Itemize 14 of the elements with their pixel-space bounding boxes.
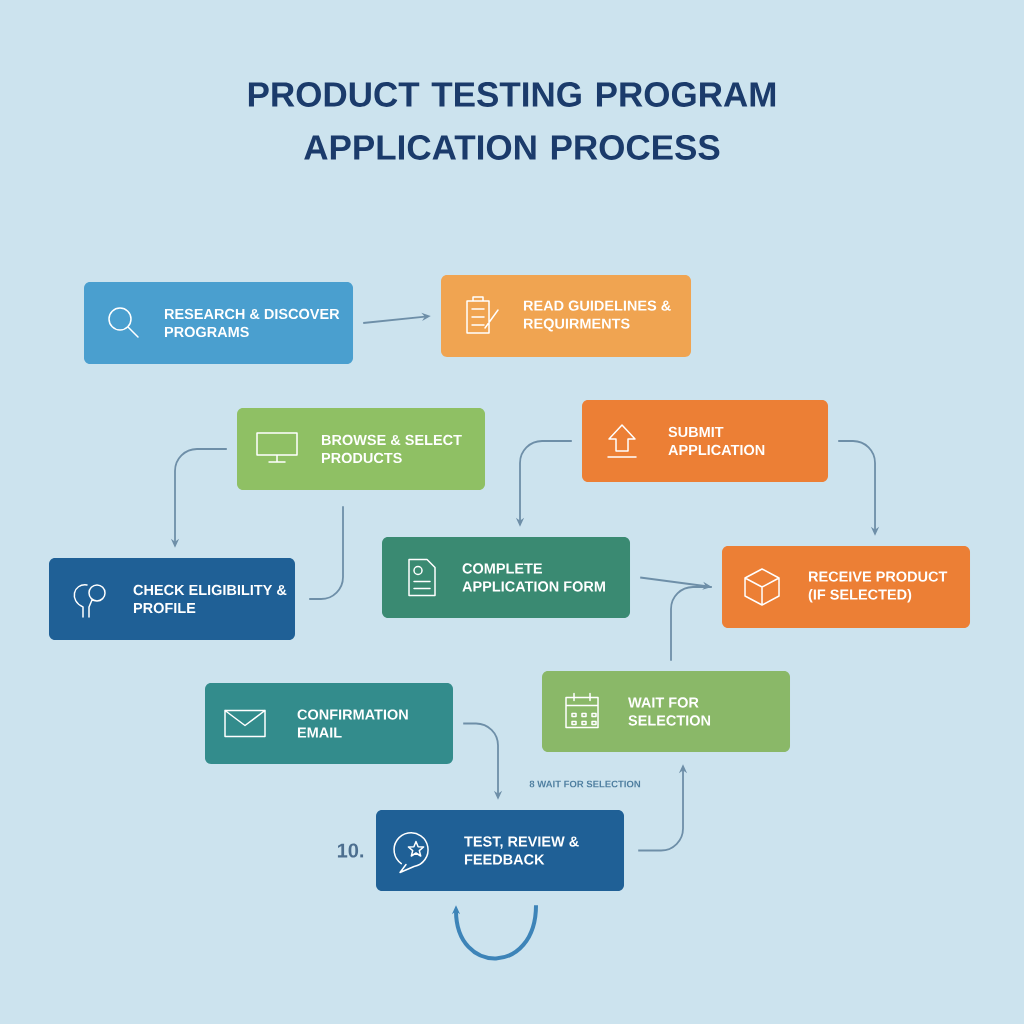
process-box: WAIT FOR SELECTION bbox=[542, 671, 790, 752]
process-box: CONFIRMATION EMAIL bbox=[205, 683, 453, 764]
process-box: RESEARCH & DISCOVER PROGRAMS bbox=[84, 282, 353, 364]
process-box: TEST, REVIEW & FEEDBACK bbox=[376, 810, 624, 891]
arrow bbox=[451, 905, 538, 961]
title: PRODUCT TESTING PROGRAM APPLICATION PROCESS bbox=[248, 82, 776, 160]
process-box: CHECK ELIGIBILITY & PROFILE bbox=[49, 558, 295, 640]
process-box: COMPLETE APPLICATION FORM bbox=[382, 537, 630, 618]
step-number: 10. bbox=[337, 843, 364, 858]
process-box: BROWSE & SELECT PRODUCTS bbox=[237, 408, 485, 490]
process-box: SUBMIT APPLICATION bbox=[582, 400, 828, 482]
note-text: 8 WAIT FOR SELECTION bbox=[529, 780, 641, 788]
process-box: RECEIVE PRODUCT (IF SELECTED) bbox=[722, 546, 970, 628]
process-box: READ GUIDELINES & REQUIRMENTS bbox=[441, 275, 691, 357]
